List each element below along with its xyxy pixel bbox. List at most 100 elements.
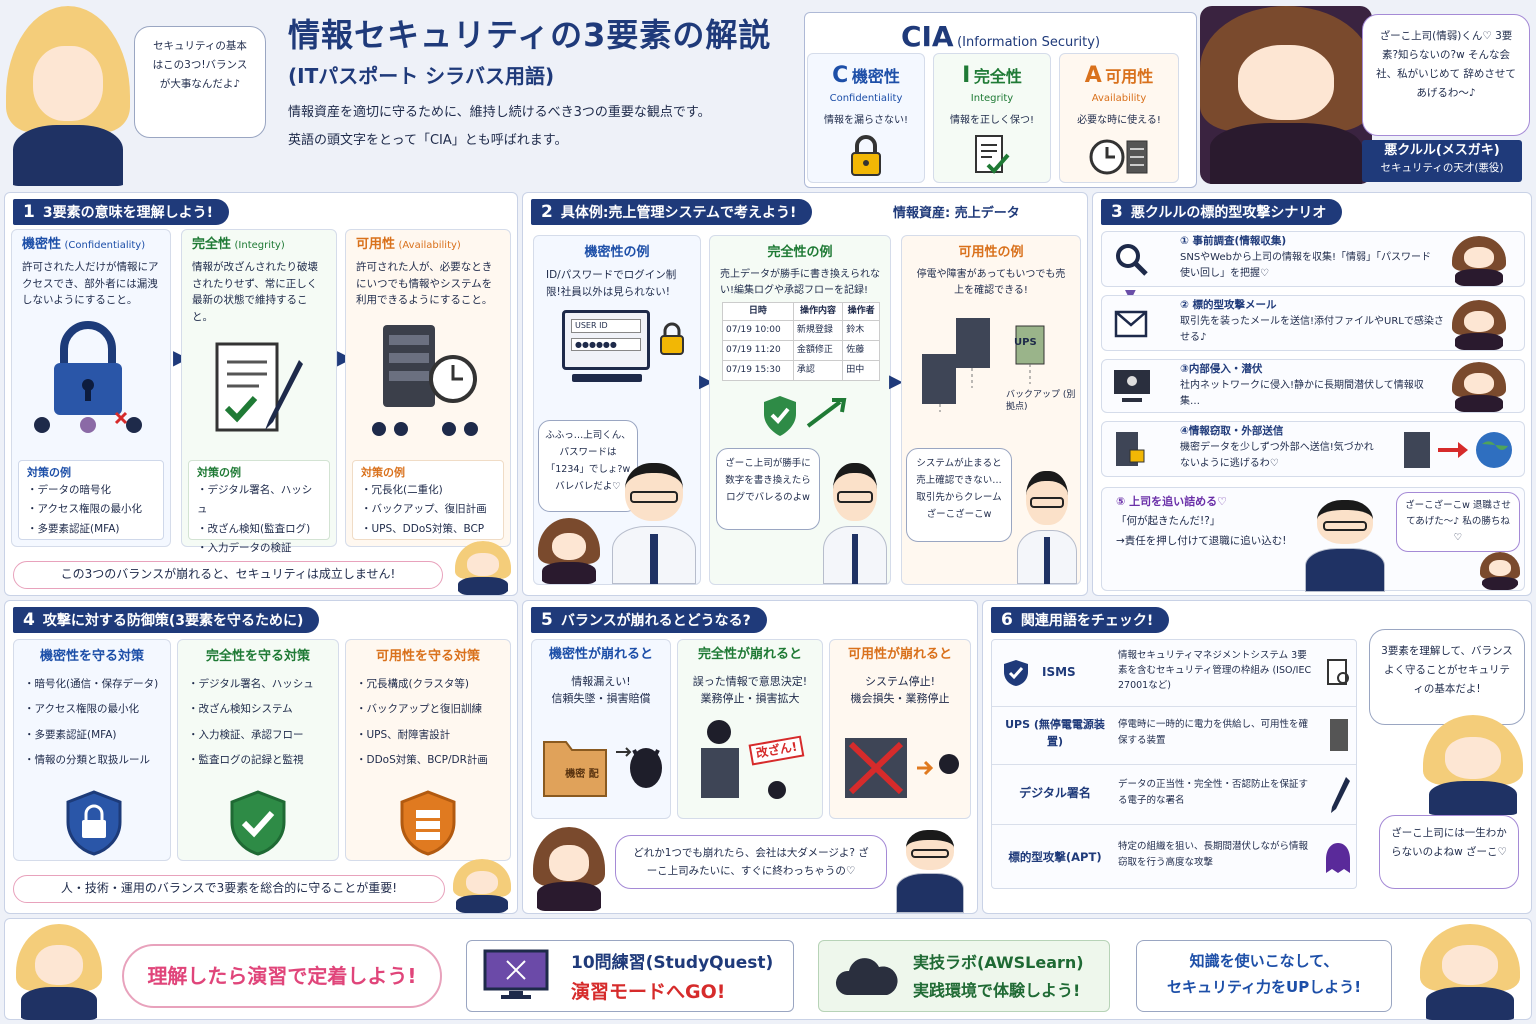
villain-s2 <box>538 518 600 584</box>
server-lock-icon <box>1116 432 1145 466</box>
shield-check-icon <box>764 396 847 436</box>
padlock-icon <box>851 134 881 176</box>
shield-lock-icon <box>66 790 122 856</box>
padlock-small-icon <box>660 322 684 355</box>
s2-asset-label: 情報資産: 売上データ <box>893 206 1020 221</box>
s2-col-availability: 可用性の例 停電や障害があってもいつでも売上を確認できる! UPS バックアップ… <box>901 235 1081 585</box>
cia-card-c: C 機密性 Confidentiality 情報を漏らさない! <box>807 53 925 183</box>
login-screen: USER ID ●●●●●● <box>562 310 650 370</box>
shield-server-icon <box>400 790 456 856</box>
mascot-girl-s6 <box>1423 715 1523 815</box>
page-subtitle: (ITパスポート シラバス用語) <box>288 64 555 88</box>
clock-server-icon <box>1089 139 1148 175</box>
down-server-icon <box>845 738 959 799</box>
term-table: ISMS 情報セキュリティマネジメントシステム 3要素を含むセキュリティ管理の枠… <box>991 639 1357 889</box>
leak-folder-icon <box>543 741 662 798</box>
s6-bubble-2: ざーこ上司には一生わからないのよねw ざーこ♡ <box>1379 815 1519 889</box>
tampered-server-icon <box>701 720 786 800</box>
lock-users-icon <box>34 321 142 434</box>
s5-col-integrity: 完全性が崩れると 誤った情報で意思決定! 業務停止・損害拡大 改ざん! <box>677 639 823 819</box>
term-row-signature: デジタル署名 データの正当性・完全性・否認防止を保証する電子的な署名 <box>992 764 1356 824</box>
s3-step-3: ③内部侵入・潜伏 社内ネットワークに侵入!静かに長期間潜伏して情報収集… <box>1101 359 1525 413</box>
bubble-top-left: セキュリティの基本はこの3つ!バランスが大事なんだよ♪ <box>134 26 266 138</box>
s2-col-confidentiality: 機密性の例 ID/パスワードでログイン制限!社員以外は見られない! USER I… <box>533 235 701 585</box>
document-pen-icon <box>215 342 303 432</box>
mascot-girl-s4 <box>453 859 511 913</box>
villain-character-top-right <box>1200 6 1372 184</box>
s4-col-integrity: 完全性を守る対策 ・デジタル署名、ハッシュ・改ざん検知システム・入力検証、承認フ… <box>177 639 339 861</box>
mascot-girl-footer-left <box>16 924 102 1020</box>
ups-icon <box>1330 719 1348 751</box>
cia-summary-box: CIA (Information Security) C 機密性 Confide… <box>804 12 1197 188</box>
doc-search-icon <box>1327 659 1349 685</box>
server-to-globe-icon <box>1404 432 1512 468</box>
s1-col-integrity: 完全性 (Integrity) 情報が改ざんされたり破壊されたりせず、常に正しく… <box>181 229 337 554</box>
term-row-apt: 標的型攻撃(APT) 特定の組織を狙い、長期間潜伏しながら情報窃取を行う高度な攻… <box>992 824 1356 890</box>
cia-title: CIA <box>900 20 954 53</box>
page-title: 情報セキュリティの3要素の解説 <box>288 16 772 54</box>
s3-step-5: ⑤ 上司を追い詰める♡ 「何が起きたんだ!?」 →責任を押し付けて退職に追い込む… <box>1101 487 1525 592</box>
s4-footer-note: 人・技術・運用のバランスで3要素を総合的に守ることが重要! <box>13 875 445 903</box>
mail-icon <box>1114 310 1148 338</box>
cia-title-sub: (Information Security) <box>957 35 1101 50</box>
mascot-girl-footer-right <box>1420 924 1520 1020</box>
magnifier-icon <box>1116 244 1148 276</box>
term-row-isms: ISMS 情報セキュリティマネジメントシステム 3要素を含むセキュリティ管理の枠… <box>992 640 1356 706</box>
s6-bubble-1: 3要素を理解して、バランスよく守ることがセキュリティの基本だよ! <box>1369 629 1525 725</box>
s3-step-1: ① 事前調査(情報収集) SNSやWebから上司の情報を収集!「情弱」「パスワー… <box>1101 231 1525 287</box>
awslearn-button[interactable]: 実技ラボ(AWSLearn) 実践環境で体験しよう! <box>818 940 1110 1012</box>
s3-step-4: ④情報窃取・外部送信 機密データを少しずつ外部へ送信!気づかれないように逃げるわ… <box>1101 421 1525 477</box>
servers-ups-icon <box>922 318 1045 412</box>
page-desc-2: 英語の頭文字をとって「CIA」とも呼ばれます。 <box>288 133 568 148</box>
s2-arrow-2: ▶ <box>889 371 903 392</box>
s1-footer-note: この3つのバランスが崩れると、セキュリティは成立しません! <box>13 561 443 589</box>
s5-col-availability: 可用性が崩れると システム停止! 機会損失・業務停止 <box>829 639 971 819</box>
monitor-icon <box>483 949 549 999</box>
s5-bubble: どれか1つでも崩れたら、会社は大ダメージよ? ざーこ上司みたいに、すぐに終わっち… <box>615 835 887 889</box>
document-check-icon <box>975 134 1010 174</box>
s3-bubble: ざーこざーこw 退職させてあげた〜♪ 私の勝ちね♡ <box>1396 492 1520 552</box>
s2-bubble-2: ざーこ上司が勝手に数字を書き換えたらログでバレるのよw <box>716 448 820 530</box>
page-desc-1: 情報資産を適切に守るために、維持し続けるべき3つの重要な観点です。 <box>288 105 711 120</box>
monitor-skull-icon <box>1114 370 1150 402</box>
boss-s2-1 <box>608 458 700 584</box>
s1-col-availability: 可用性 (Availability) 許可された人が、必要なときにいつでも情報や… <box>345 229 511 547</box>
s2-bubble-1: ふふっ…上司くん、パスワードは「1234」でしょ?w バレバレだよ♡ <box>538 420 638 512</box>
studyquest-button[interactable]: 10問練習(StudyQuest) 演習モードへGO! <box>466 940 794 1012</box>
term-row-ups: UPS (無停電電源装置) 停電時に一時的に電力を供給し、可用性を確保する装置 <box>992 706 1356 764</box>
s4-col-availability: 可用性を守る対策 ・冗長構成(クラスタ等)・バックアップと復旧訓練・UPS、耐障… <box>345 639 511 861</box>
cloud-icon <box>835 958 898 995</box>
shield-check-green-icon <box>230 790 286 856</box>
villain-bubble-top-right: ざーこ上司(情弱)くん♡ 3要素?知らないの?w そんな会社、私がいじめて 辞め… <box>1362 14 1530 136</box>
ghost-icon <box>1326 843 1350 873</box>
mascot-girl-s1 <box>455 541 511 595</box>
shield-isms-icon <box>1004 660 1028 686</box>
s2-col-integrity: 完全性の例 売上データが勝手に書き換えられない!編集ログや承認フローを記録! 日… <box>709 235 891 585</box>
s2-bubble-3: システムが止まると売上確認できない…取引先からクレームざーこざーこw <box>906 448 1012 542</box>
boss-s2-3 <box>1014 466 1080 584</box>
server-clock-users-icon <box>372 325 478 437</box>
villain-s5 <box>533 827 605 911</box>
cia-card-i: I 完全性 Integrity 情報を正しく保つ! <box>933 53 1051 183</box>
boss-s5 <box>893 827 967 913</box>
boss-s3 <box>1302 496 1388 592</box>
villain-nameplate: 悪クルル(メスガキ) セキュリティの天才(悪役) <box>1362 140 1522 182</box>
cta-practice-banner: 理解したら演習で定着しよう! <box>122 944 442 1008</box>
cta-skill-up-banner: 知識を使いこなして、 セキュリティ力をUPしよう! <box>1136 940 1392 1012</box>
s3-step-2: ② 標的型攻撃メール 取引先を装ったメールを送信!添付ファイルやURLで感染させ… <box>1101 295 1525 351</box>
pen-icon <box>1331 777 1350 813</box>
